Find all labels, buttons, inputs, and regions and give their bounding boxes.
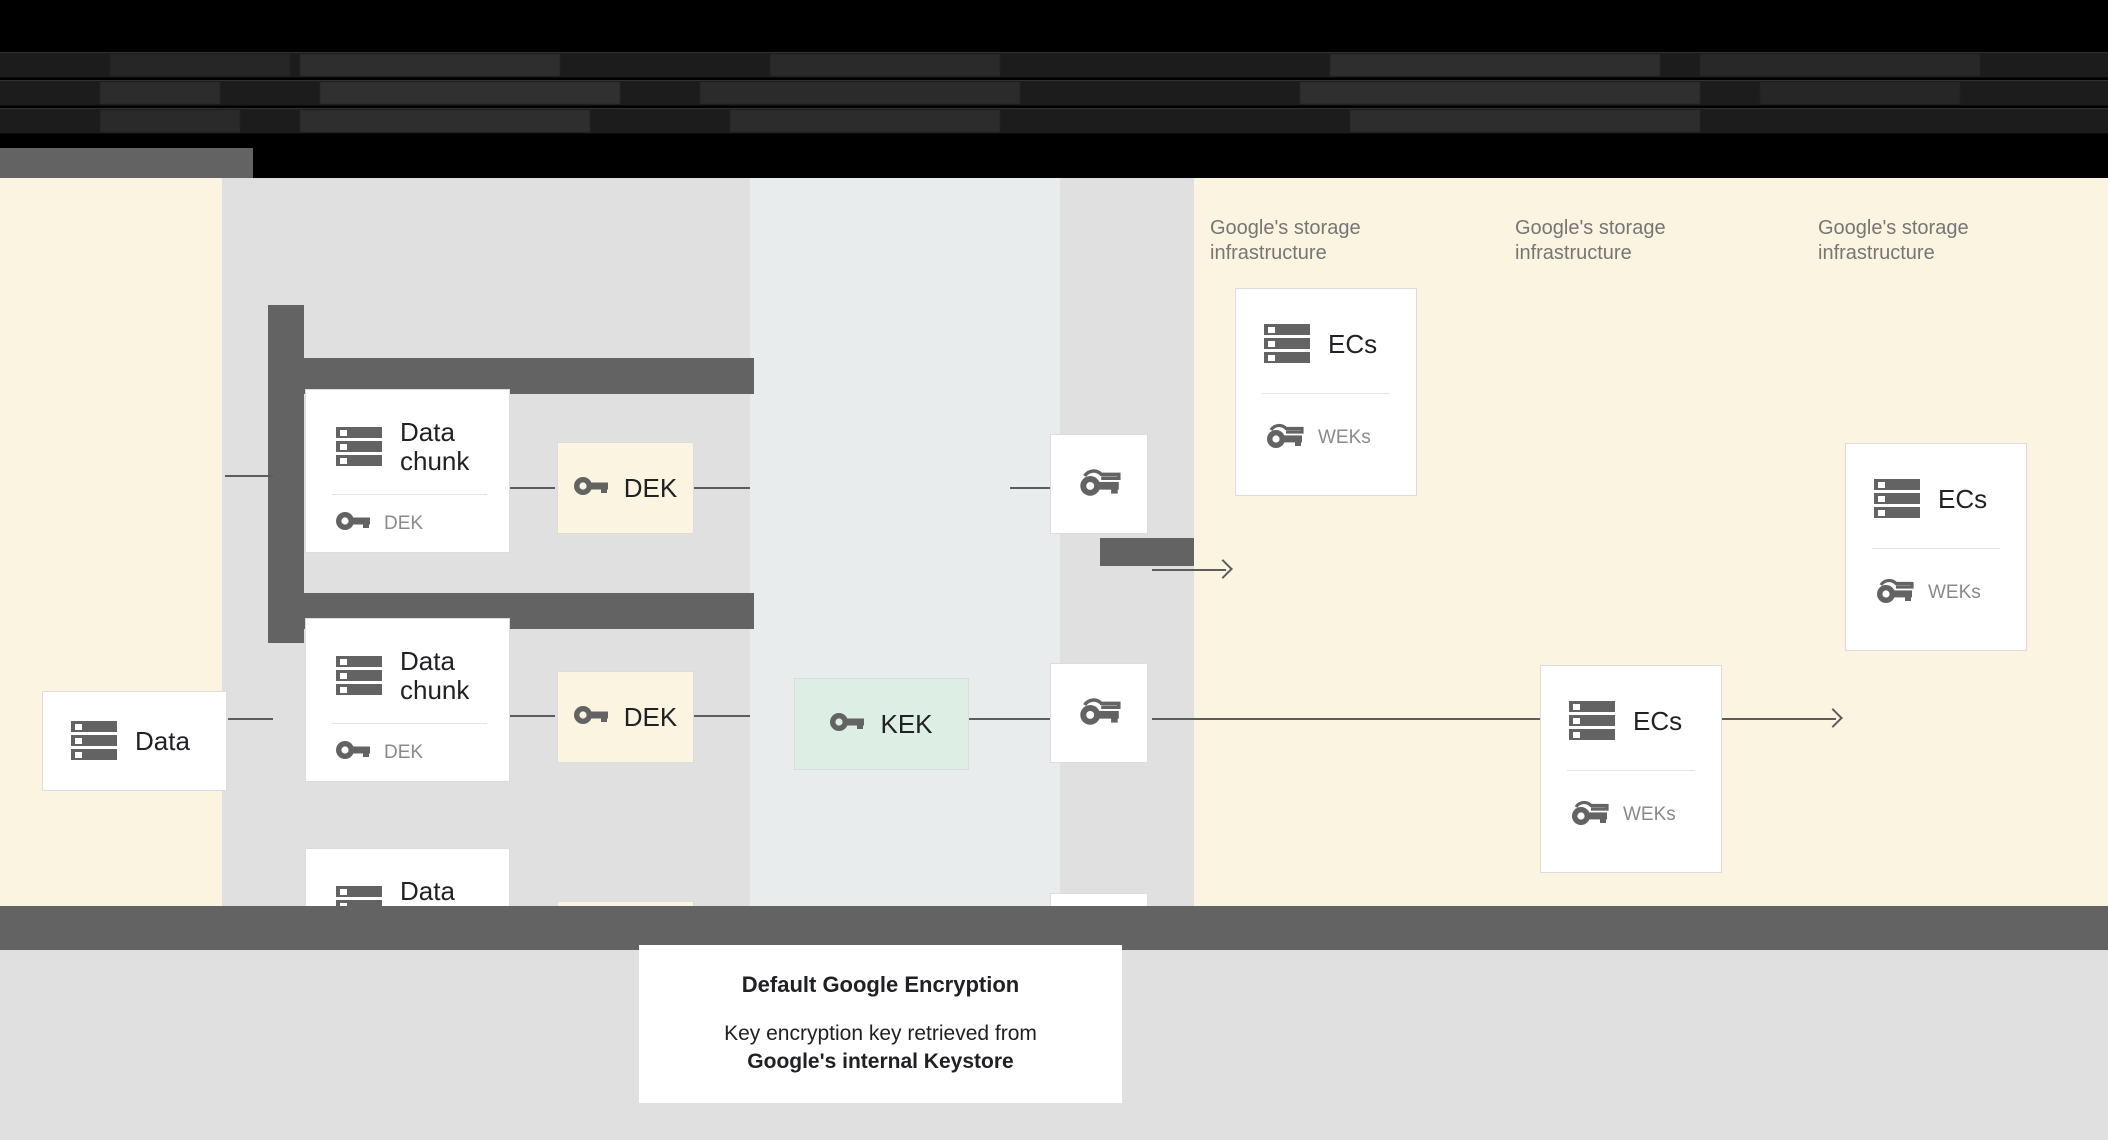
wire-dek1-out xyxy=(694,487,750,489)
card-divider xyxy=(1872,548,2000,549)
caption-card: Default Google Encryption Key encryption… xyxy=(639,945,1122,1103)
header-floor xyxy=(0,148,2108,178)
caption-body: Key encryption key retrieved from Google… xyxy=(724,1020,1037,1076)
wire-chunk1-to-dek1 xyxy=(510,487,555,489)
footer-divider-bar xyxy=(0,906,2108,950)
storage-infra-label: Google's storage infrastructure xyxy=(1515,217,1666,264)
redacted-token xyxy=(1330,54,1660,76)
redacted-token xyxy=(1760,82,1960,104)
redacted-token xyxy=(110,54,290,76)
arrow-line-to-ec2 xyxy=(1152,718,1836,720)
ec-card-title: ECs xyxy=(1938,483,1988,514)
caption-title: Default Google Encryption xyxy=(741,972,1020,997)
redacted-token xyxy=(1700,54,1980,76)
dek-label: DEK xyxy=(623,472,678,503)
ec-card-key-row: WEKs xyxy=(1236,394,1416,455)
ec-card-key-row: WEKs xyxy=(1541,771,1721,832)
key-icon xyxy=(830,712,865,737)
redacted-token xyxy=(100,110,240,132)
wire-chunk2-to-dek2 xyxy=(510,715,555,717)
data-chunk-key-label: DEK xyxy=(384,741,424,763)
kek-label: KEK xyxy=(880,708,933,739)
rail-branch-top xyxy=(268,358,754,394)
wire-data-to-rail xyxy=(225,475,273,477)
dek-box[interactable]: DEK xyxy=(557,671,694,763)
ec-card-key-row: WEKs xyxy=(1846,549,2026,610)
ec-card-header: ECs xyxy=(1236,289,1416,365)
data-chunk-key-label: DEK xyxy=(384,512,424,534)
double-key-icon xyxy=(1874,575,1914,610)
server-icon xyxy=(71,720,117,762)
data-source-label: Data xyxy=(135,725,190,756)
wire-kek-to-wek xyxy=(969,718,1050,720)
kek-box[interactable]: KEK xyxy=(794,678,969,770)
ec-card-key-label: WEKs xyxy=(1623,803,1676,825)
wire-data-out xyxy=(228,718,273,720)
card-divider xyxy=(1567,770,1695,771)
ec-card-title: ECs xyxy=(1633,705,1683,736)
wrapped-key-box[interactable] xyxy=(1050,434,1148,534)
data-chunk-header: Data chunk xyxy=(306,390,509,476)
data-chunk-header: Data chunk xyxy=(306,619,509,705)
ec-card-key-label: WEKs xyxy=(1318,426,1371,448)
data-chunk-title: Data chunk xyxy=(400,417,470,476)
redacted-token xyxy=(1350,110,1700,132)
data-chunk-card[interactable]: Data chunk DEK xyxy=(305,389,510,553)
data-chunk-key-row: DEK xyxy=(306,724,509,765)
double-key-icon xyxy=(1077,694,1121,732)
wire-to-wek-top xyxy=(1010,487,1050,489)
data-chunk-title: Data chunk xyxy=(400,646,470,705)
ec-card-title: ECs xyxy=(1328,328,1378,359)
card-divider xyxy=(332,723,487,724)
server-icon xyxy=(1569,700,1615,742)
double-key-icon xyxy=(1077,465,1121,503)
diagram-canvas: Data Data chunk xyxy=(0,178,2108,1012)
ec-card-header: ECs xyxy=(1541,666,1721,742)
key-icon xyxy=(336,740,370,765)
card-divider xyxy=(1262,393,1390,394)
ec-card[interactable]: ECs WEKs xyxy=(1540,665,1722,873)
server-icon xyxy=(1874,478,1920,520)
server-icon xyxy=(336,426,382,468)
storage-infra-label: Google's storage infrastructure xyxy=(1818,217,1969,264)
wrapped-key-box[interactable] xyxy=(1050,663,1148,763)
key-icon xyxy=(573,705,608,730)
redacted-token xyxy=(300,110,590,132)
card-divider xyxy=(332,494,487,495)
data-source-row: Data xyxy=(43,692,226,790)
ec-card-key-label: WEKs xyxy=(1928,581,1981,603)
redacted-token xyxy=(1300,82,1700,104)
storage-infra-label: Google's storage infrastructure xyxy=(1210,217,1361,264)
key-icon xyxy=(336,511,370,536)
ec-card[interactable]: ECs WEKs xyxy=(1235,288,1417,496)
redacted-token xyxy=(300,54,560,76)
data-chunk-key-row: DEK xyxy=(306,495,509,536)
redacted-token xyxy=(320,82,620,104)
redacted-token xyxy=(770,54,1000,76)
data-chunk-card[interactable]: Data chunk DEK xyxy=(305,618,510,782)
key-icon xyxy=(573,476,608,501)
double-key-icon xyxy=(1569,797,1609,832)
dek-box[interactable]: DEK xyxy=(557,442,694,534)
redacted-token xyxy=(730,110,1000,132)
server-icon xyxy=(1264,323,1310,365)
ec-card-header: ECs xyxy=(1846,444,2026,520)
redacted-token xyxy=(100,82,220,104)
wire-dek2-out xyxy=(694,715,750,717)
double-key-icon xyxy=(1264,420,1304,455)
caption-line1: Key encryption key retrieved from xyxy=(724,1022,1037,1045)
arrow-line-to-ec1 xyxy=(1152,569,1226,571)
caption-line2: Google's internal Keystore xyxy=(747,1050,1014,1073)
obscured-header-band xyxy=(0,0,2108,178)
dek-label: DEK xyxy=(623,701,678,732)
ec-card[interactable]: ECs WEKs xyxy=(1845,443,2027,651)
server-icon xyxy=(336,655,382,697)
rail-wek-stub-top xyxy=(1100,538,1194,566)
redacted-token xyxy=(700,82,1020,104)
data-source-card[interactable]: Data xyxy=(42,691,227,791)
header-rail-stub xyxy=(0,148,253,178)
